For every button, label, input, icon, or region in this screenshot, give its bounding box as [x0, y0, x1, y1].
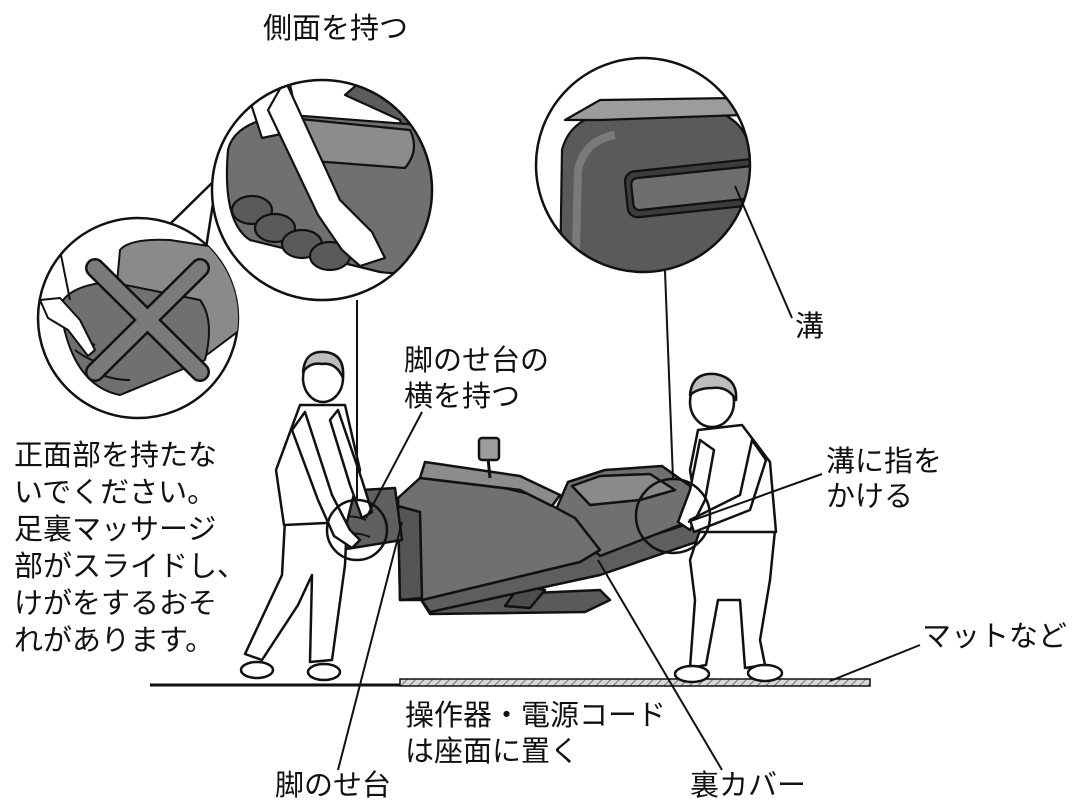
label-hold-side: 側面を持つ	[263, 11, 409, 45]
x-mark	[85, 258, 210, 382]
label-line: 正面部を持たな	[14, 438, 218, 472]
shoe	[306, 662, 342, 682]
leader-footrest	[337, 521, 403, 771]
leader-footrest-side	[365, 411, 423, 519]
label-groove: 溝	[795, 309, 825, 343]
ng-detail-circle	[36, 176, 240, 420]
person-right	[673, 372, 784, 684]
label-groove-finger: 溝に指を かける	[826, 444, 942, 514]
label-line: 脚のせ台の	[404, 343, 550, 377]
label-mat: マットなど	[922, 619, 1068, 653]
label-line: 部がスライドし、	[14, 549, 247, 583]
label-controller: 操作器・電源コード は座面に置く	[405, 697, 666, 769]
leader-groove-finger	[687, 473, 823, 523]
groove-detail-circle	[534, 56, 752, 274]
person-left	[239, 350, 374, 682]
label-footrest-side: 脚のせ台の 横を持つ	[404, 342, 549, 414]
label-warning: 正面部を持たな いでください。 足裏マッサージ 部がスライドし、 けがをするおそ…	[14, 437, 246, 659]
label-line: けがをするおそ	[14, 586, 218, 620]
arm	[676, 438, 716, 532]
label-back-cover: 裏カバー	[690, 768, 807, 802]
arm	[688, 438, 768, 534]
leader-groove-circle	[664, 270, 674, 480]
leader-mat	[829, 644, 921, 682]
shoe	[673, 664, 711, 684]
leader-groove	[734, 185, 793, 319]
label-footrest: 脚のせ台	[275, 768, 392, 802]
label-line: かける	[826, 479, 914, 513]
leader-lines	[337, 185, 921, 771]
label-line: 操作器・電源コード	[405, 698, 667, 732]
pants	[243, 518, 349, 664]
hold-side-detail-circle	[210, 78, 434, 302]
controller	[477, 436, 501, 479]
massage-chair	[327, 436, 704, 616]
chair-backrest	[553, 464, 700, 558]
shoe	[239, 660, 275, 680]
label-line: 横を持つ	[404, 379, 521, 413]
label-line: れがあります。	[14, 623, 215, 657]
hair	[688, 372, 738, 402]
leader-back-cover	[597, 559, 723, 771]
label-line: 足裏マッサージ	[14, 512, 217, 546]
label-line: は座面に置く	[405, 734, 580, 768]
pants	[688, 528, 777, 670]
mat	[399, 678, 871, 687]
shoe	[746, 663, 784, 683]
arm	[328, 408, 374, 520]
label-line: 溝に指を	[826, 444, 943, 478]
hair	[301, 350, 345, 380]
label-line: いでください。	[14, 475, 217, 509]
